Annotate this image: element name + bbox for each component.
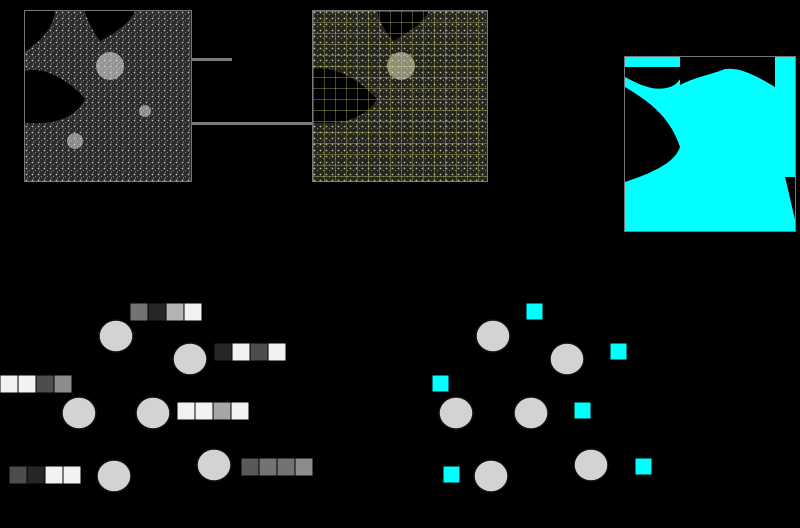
graph-node [172,342,208,376]
feature-cell [62,465,82,485]
node-label-box [634,457,653,476]
feature-cell [165,302,185,322]
feature-cell [194,401,214,421]
graph-node [61,396,97,430]
connector-line-upper [192,58,232,61]
node-label-box [609,342,628,361]
feature-cell [35,374,55,394]
feature-cell [276,457,296,477]
feature-cell [231,342,251,362]
feature-vector [8,465,82,485]
feature-cell [240,457,260,477]
satellite-image-with-grid-overlay [313,11,487,181]
graph-node [573,448,609,482]
left-graph [0,302,314,493]
feature-vector [213,342,287,362]
graph-node [135,396,171,430]
right-graph [431,302,653,493]
node-label-box [442,465,461,484]
feature-cell [249,342,269,362]
satellite-image [25,11,191,181]
graph-node [438,396,474,430]
feature-cell [176,401,196,421]
feature-vector [0,374,73,394]
graph-node [549,342,585,376]
feature-cell [267,342,287,362]
feature-cell [53,374,73,394]
feature-cell [8,465,28,485]
feature-cell [258,457,278,477]
feature-cell [17,374,37,394]
gridded-image-panel [312,10,488,182]
feature-vector [129,302,203,322]
feature-vector [240,457,314,477]
node-label-box [525,302,544,321]
feature-cell [26,465,46,485]
feature-cell [44,465,64,485]
feature-cell [230,401,250,421]
node-label-box [573,401,592,420]
graph-node [98,319,134,353]
graph-node [513,396,549,430]
feature-cell [213,342,233,362]
graph-node [475,319,511,353]
satellite-image-panel [24,10,192,182]
node-label-box [431,374,450,393]
feature-cell [183,302,203,322]
feature-cell [212,401,232,421]
feature-cell [0,374,19,394]
graph-node [96,459,132,493]
feature-cell [147,302,167,322]
feature-cell [294,457,314,477]
graph-node [196,448,232,482]
connector-line-lower [192,122,312,125]
feature-vector [176,401,250,421]
feature-cell [129,302,149,322]
graph-node [473,459,509,493]
segmentation-mask-panel [624,56,796,232]
cyan-land-mask [625,57,795,231]
